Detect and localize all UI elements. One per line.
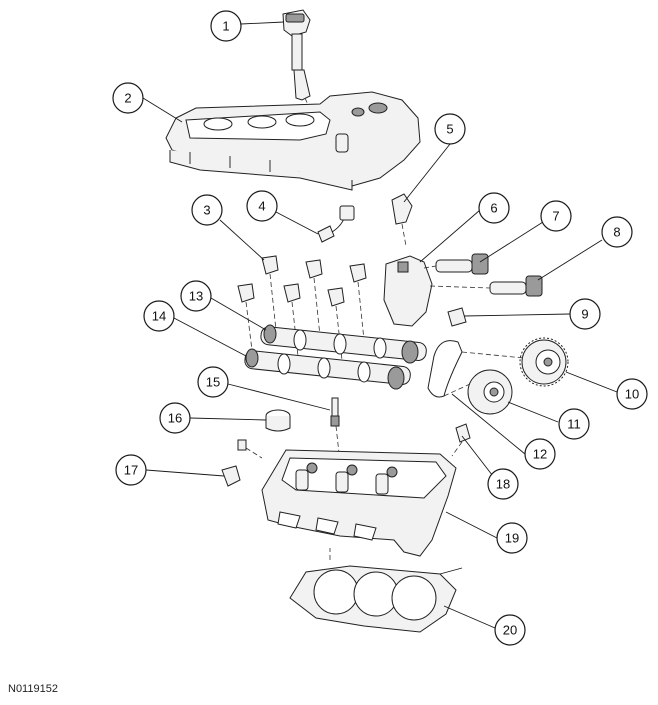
callout-5: 5 (434, 113, 466, 145)
callout-11-label: 11 (567, 417, 581, 432)
callout-16: 16 (159, 402, 191, 434)
head-gasket (289, 548, 463, 633)
variable-cam-timing-unit (467, 369, 513, 415)
callout-15: 15 (197, 366, 229, 398)
callout-11: 11 (558, 408, 590, 440)
camshaft-bearing-caps (237, 255, 367, 361)
callout-4-label: 4 (258, 199, 265, 214)
valve-lifter (265, 409, 291, 432)
callout-10-label: 10 (625, 387, 639, 402)
camshaft-sprocket (519, 337, 569, 387)
callout-12: 12 (524, 438, 556, 470)
callout-19-label: 19 (505, 531, 519, 546)
callout-6: 6 (478, 192, 510, 224)
callout-9-label: 9 (581, 307, 588, 322)
callout-18-label: 18 (496, 477, 510, 492)
callout-14: 14 (143, 300, 175, 332)
callout-15-label: 15 (206, 375, 220, 390)
camshaft-position-sensor (317, 205, 355, 243)
callout-16-label: 16 (168, 411, 182, 426)
callout-19: 19 (496, 522, 528, 554)
callout-8-label: 8 (613, 225, 620, 240)
callout-17-label: 17 (124, 463, 138, 478)
callout-3-label: 3 (203, 203, 210, 218)
callout-10: 10 (616, 378, 648, 410)
callout-2-label: 2 (124, 91, 131, 106)
camshafts (244, 324, 427, 390)
callout-18: 18 (487, 468, 519, 500)
cylinder-head (261, 449, 457, 557)
callout-13-label: 13 (189, 289, 203, 304)
leader-lines (142, 21, 618, 629)
callout-3: 3 (191, 194, 223, 226)
spark-plug (330, 397, 341, 463)
valve-cover (165, 91, 421, 191)
temperature-sensor (451, 423, 471, 457)
callout-20: 20 (494, 614, 526, 646)
callout-5-label: 5 (446, 122, 453, 137)
timing-chain (427, 340, 525, 398)
callout-4: 4 (246, 190, 278, 222)
callout-6-label: 6 (490, 201, 497, 216)
callout-20-label: 20 (503, 623, 517, 638)
callout-12-label: 12 (533, 447, 547, 462)
callout-1: 1 (210, 10, 242, 42)
callout-7-label: 7 (552, 209, 559, 224)
variable-cam-timing-sensor (391, 193, 413, 247)
vct-housing-and-solenoids (383, 253, 543, 327)
callout-1-label: 1 (222, 19, 229, 34)
callout-9: 9 (569, 298, 601, 330)
clip-bracket (447, 307, 467, 327)
callout-17: 17 (115, 454, 147, 486)
callout-2: 2 (112, 82, 144, 114)
ignition-coil (282, 9, 313, 115)
callout-8: 8 (601, 216, 633, 248)
callout-13: 13 (180, 280, 212, 312)
coolant-fitting (221, 439, 263, 487)
callout-7: 7 (540, 200, 572, 232)
callout-14-label: 14 (152, 309, 166, 324)
figure-id: N0119152 (8, 683, 58, 695)
